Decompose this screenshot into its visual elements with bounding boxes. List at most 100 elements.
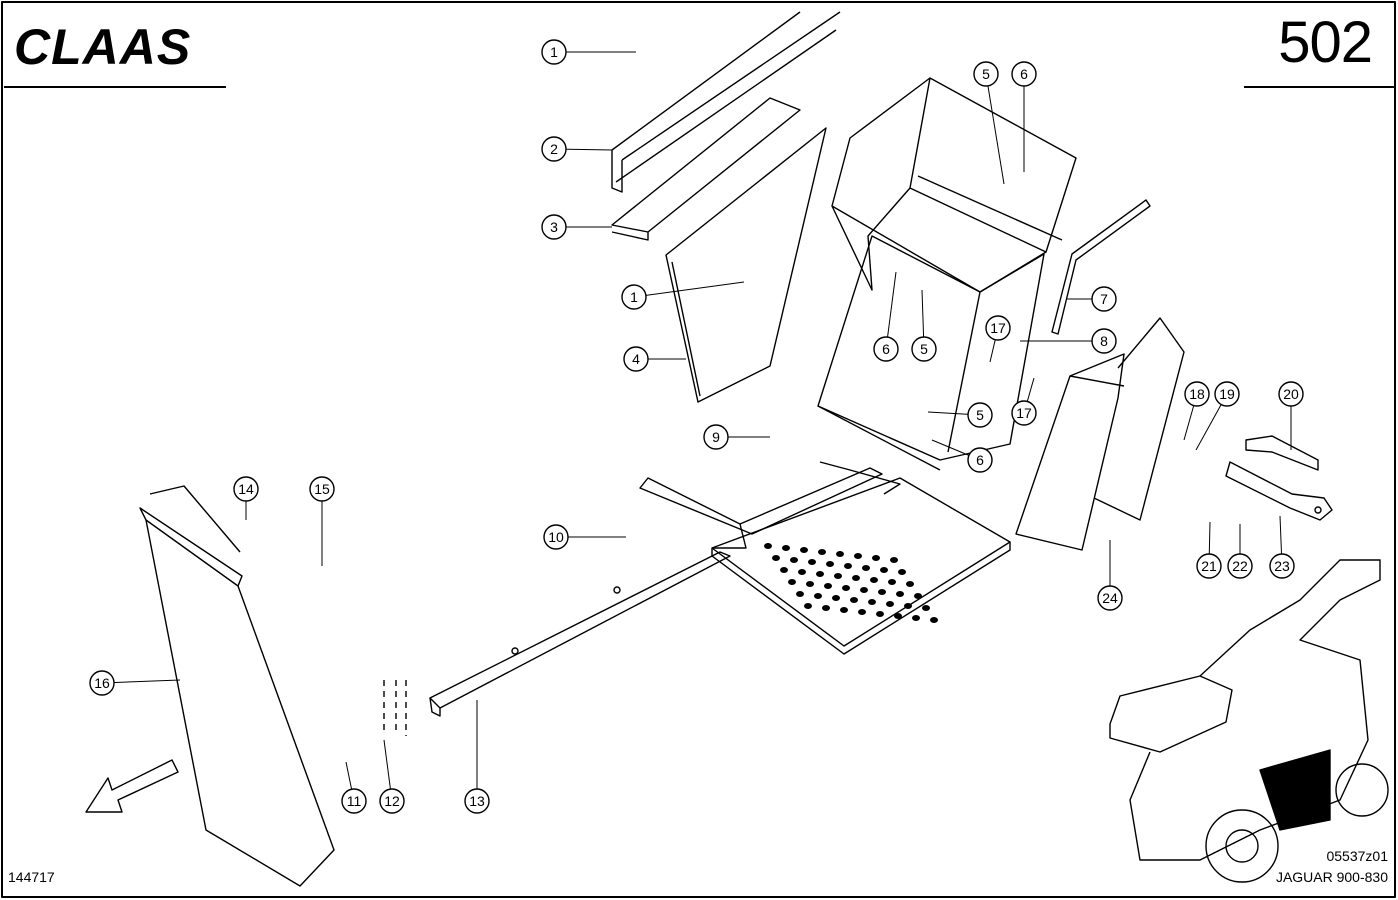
plate-hole (850, 597, 858, 603)
plate-hole (800, 547, 808, 553)
callout-c12: 12 (379, 788, 405, 814)
callout-c7: 7 (1091, 286, 1117, 312)
callout-number: 5 (982, 66, 990, 82)
callout-circle (379, 788, 405, 814)
part-chute-box (817, 235, 1045, 471)
callout-c5b: 5 (911, 336, 937, 362)
part-side-plate (665, 127, 827, 403)
plate-hole (806, 581, 814, 587)
leader-line (633, 281, 745, 298)
callout-c1b: 1 (621, 284, 647, 310)
callout-circle (541, 39, 567, 65)
plate-hole (804, 603, 812, 609)
plate-hole (836, 551, 844, 557)
plate-hole (780, 567, 788, 573)
leader-line (885, 271, 897, 350)
callout-number: 11 (347, 793, 362, 809)
plate-hole (834, 573, 842, 579)
callout-number: 13 (469, 793, 485, 809)
callout-number: 3 (550, 219, 558, 235)
plate-hole (840, 607, 848, 613)
callout-c19: 19 (1214, 381, 1240, 407)
plate-hole (858, 609, 866, 615)
callout-circle (967, 447, 993, 473)
callout-c3: 3 (541, 214, 567, 240)
plate-hole (880, 567, 888, 573)
callout-number: 8 (1100, 333, 1108, 349)
callout-number: 2 (550, 141, 558, 157)
callout-c4: 4 (623, 346, 649, 372)
part-hood (831, 77, 1077, 293)
dashed-post (383, 680, 407, 736)
callout-c1a: 1 (541, 39, 567, 65)
part-handle-bracket (1225, 435, 1333, 521)
callout-c20: 20 (1278, 381, 1304, 407)
plate-hole (842, 585, 850, 591)
plate-hole (914, 593, 922, 599)
callout-c6b: 6 (873, 336, 899, 362)
plate-hole (872, 555, 880, 561)
callout-number: 6 (976, 452, 984, 468)
part-chute-side (139, 485, 335, 887)
plate-hole (798, 569, 806, 575)
plate-hole (890, 557, 898, 563)
plate-hole (814, 593, 822, 599)
callout-number: 9 (712, 429, 720, 445)
callout-circle (1097, 585, 1123, 611)
drawing-number: 144717 (8, 869, 55, 885)
callout-c17a: 17 (985, 315, 1011, 341)
callout-c6c: 6 (967, 447, 993, 473)
callout-circle (703, 424, 729, 450)
plate-hole (796, 591, 804, 597)
callout-number: 16 (94, 675, 110, 691)
part-support-frame (639, 461, 901, 549)
callout-circle (309, 476, 335, 502)
plate-hole (808, 559, 816, 565)
callout-circle (541, 136, 567, 162)
callout-number: 5 (920, 341, 928, 357)
plate-hole (868, 599, 876, 605)
callout-circle (623, 346, 649, 372)
callout-circle (1091, 328, 1117, 354)
page-number: 502 (1278, 10, 1373, 75)
machine-inset (1109, 559, 1389, 883)
callout-circle (1214, 381, 1240, 407)
callout-circle (341, 788, 367, 814)
callout-number: 10 (548, 529, 564, 545)
plate-hole (898, 569, 906, 575)
callout-c17b: 17 (1011, 400, 1037, 426)
plate-hole (788, 579, 796, 585)
callout-circle (233, 476, 259, 502)
callout-number: 21 (1201, 558, 1217, 574)
plate-hole (764, 543, 772, 549)
callout-circle (621, 284, 647, 310)
callout-number: 6 (882, 341, 890, 357)
callout-circle (89, 670, 115, 696)
callout-number: 23 (1274, 558, 1290, 574)
plate-hole (886, 601, 894, 607)
plate-hole (862, 565, 870, 571)
callout-number: 1 (550, 44, 558, 60)
plate-hole (844, 563, 852, 569)
plate-hole (930, 617, 938, 623)
callout-c15: 15 (309, 476, 335, 502)
figure-reference: 05537z01 (1326, 848, 1388, 864)
callout-circle (985, 315, 1011, 341)
part-panels (1015, 317, 1185, 551)
callout-circle (1011, 400, 1037, 426)
callout-c22: 22 (1227, 553, 1253, 579)
callout-circle (911, 336, 937, 362)
callout-number: 6 (1020, 66, 1028, 82)
callout-circle (1011, 61, 1037, 87)
callout-circle (967, 402, 993, 428)
callout-c5a: 5 (973, 61, 999, 87)
plate-hole (832, 595, 840, 601)
callout-number: 7 (1100, 291, 1108, 307)
plate-hole (888, 579, 896, 585)
plate-hole (826, 561, 834, 567)
plate-hole (822, 605, 830, 611)
callout-c13: 13 (464, 788, 490, 814)
callout-number: 17 (990, 320, 1006, 336)
